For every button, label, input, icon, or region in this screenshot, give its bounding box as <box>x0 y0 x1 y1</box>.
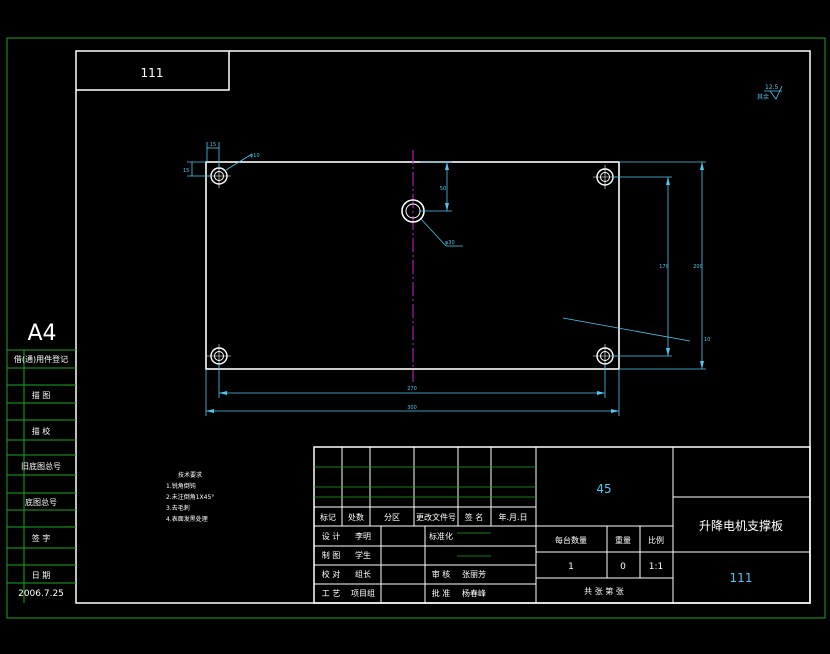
part-name: 升降电机支撑板 <box>699 518 783 533</box>
dimension-arrows <box>206 162 704 413</box>
material: 45 <box>596 482 611 496</box>
role-process: 工 艺 <box>322 589 341 598</box>
title-code-box: 111 <box>76 51 230 91</box>
role-standard: 标准化 <box>429 531 453 541</box>
tech-notes-title: 技术要求 <box>178 471 202 479</box>
side-label-5: 签 字 <box>32 533 51 543</box>
side-label-6: 日 期 <box>32 571 51 580</box>
side-label-4: 底图总号 <box>25 497 57 507</box>
outer-border <box>6 37 826 619</box>
side-label-0: 借(通)用件登记 <box>14 354 68 364</box>
name-draft: 学生 <box>355 550 371 560</box>
name-design: 李明 <box>355 531 371 541</box>
side-label-3: 旧底图总号 <box>21 461 61 471</box>
dim-top-left-small: 15 <box>210 142 216 148</box>
role-check: 校 对 <box>322 569 341 579</box>
dim-vertical-outer: 200 <box>693 264 703 270</box>
dim-thickness: 10 <box>704 337 710 343</box>
roughness-value: 12.5 <box>765 84 779 91</box>
roughness-symbol: 12.5 其余 <box>757 84 783 101</box>
name-review: 张丽芳 <box>462 569 486 579</box>
role-design: 设 计 <box>322 531 341 541</box>
tech-note-2: 2.未注倒角1X45° <box>166 493 214 501</box>
dim-left-small: 15 <box>183 168 189 174</box>
dimension-lines <box>187 142 706 416</box>
side-label-2: 描 校 <box>32 426 51 436</box>
qty-header-weight: 重量 <box>615 535 631 545</box>
qty-value-weight: 0 <box>620 562 626 572</box>
dim-horizontal-outer: 300 <box>407 405 417 411</box>
header-date: 年.月.日 <box>498 512 527 522</box>
name-process: 项目组 <box>351 588 375 598</box>
dim-center-callout: φ30 <box>445 240 455 246</box>
dim-center-offset: 50 <box>440 186 446 192</box>
header-zone: 分区 <box>384 513 400 522</box>
header-change-doc: 更改文件号 <box>416 512 456 522</box>
tech-note-3: 3.去毛刺 <box>166 504 190 512</box>
title-block: 45 升降电机支撑板 111 标记 处数 分区 更改文件号 签 名 年.月.日 … <box>313 446 811 604</box>
role-approve: 批 准 <box>432 588 451 598</box>
dim-horizontal-inner: 270 <box>407 386 417 392</box>
name-check: 组长 <box>355 569 371 579</box>
qty-header-scale: 比例 <box>648 535 664 545</box>
header-signature: 签 名 <box>465 512 484 522</box>
dim-vertical-inner: 170 <box>659 264 669 270</box>
roughness-note: 其余 <box>757 93 769 101</box>
qty-value-scale: 1:1 <box>649 562 663 572</box>
tech-note-4: 4.表面发黑处理 <box>166 515 208 523</box>
tech-note-1: 1.锐角倒钝 <box>166 482 196 490</box>
title-code: 111 <box>141 66 164 80</box>
role-draft: 制 图 <box>322 550 341 560</box>
sheet-info: 共 张 第 张 <box>584 586 624 596</box>
sheet-size: A4 <box>27 321 56 346</box>
sheet-date: 2006.7.25 <box>18 589 64 599</box>
side-panel: A4 借(通)用件登记 描 图 描 校 旧底图总号 底图总号 签 字 日 期 2… <box>7 321 76 603</box>
tech-notes: 技术要求 1.锐角倒钝 2.未注倒角1X45° 3.去毛刺 4.表面发黑处理 <box>166 471 214 523</box>
name-approve: 杨春峰 <box>462 588 486 598</box>
qty-header-count: 每台数量 <box>555 535 587 545</box>
side-label-1: 描 图 <box>32 390 51 400</box>
header-mark: 标记 <box>320 512 336 522</box>
drawing-number: 111 <box>730 571 753 585</box>
dim-hole-callout: φ10 <box>250 153 260 159</box>
header-count: 处数 <box>348 512 364 522</box>
role-review: 审 核 <box>432 569 451 579</box>
qty-value-count: 1 <box>568 562 574 572</box>
